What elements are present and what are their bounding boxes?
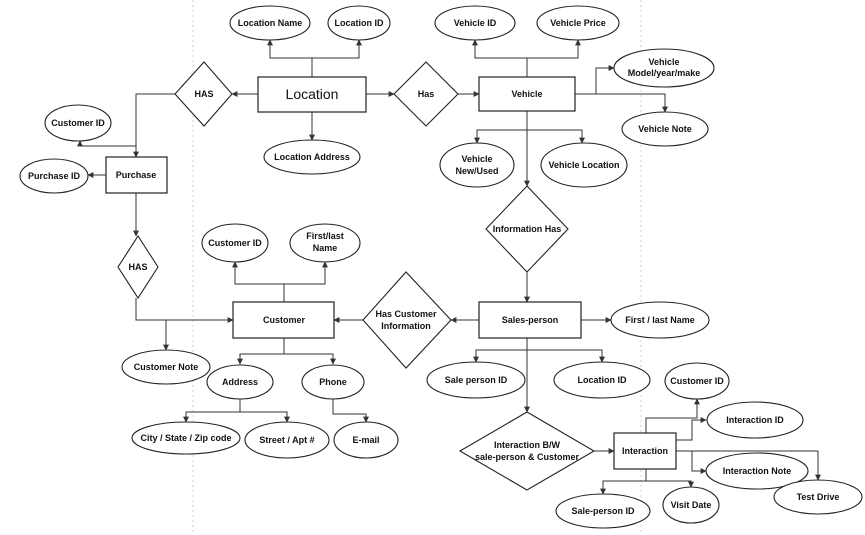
connectors <box>77 39 821 495</box>
rel-location-has-purchase-label: HAS <box>194 89 213 99</box>
entity-vehicle-label: Vehicle <box>511 89 542 99</box>
entity-customer-label: Customer <box>263 315 306 325</box>
attr-vehicle-location[interactable]: Vehicle Location <box>540 142 628 188</box>
rel-interaction-bw-line1: Interaction B/W <box>494 440 561 450</box>
attr-int-id-label: Interaction ID <box>726 415 784 425</box>
attr-phone-email[interactable]: E-mail <box>333 421 399 459</box>
attr-purchase-customer-id[interactable]: Customer ID <box>44 104 112 142</box>
entity-vehicle[interactable]: Vehicle <box>478 76 576 112</box>
attr-purchase-customer-id-label: Customer ID <box>51 118 105 128</box>
attr-customer-name[interactable]: First/last Name <box>289 223 361 263</box>
attr-location-address[interactable]: Location Address <box>263 139 361 175</box>
rel-information-has[interactable]: Information Has <box>485 185 569 273</box>
attr-vehicle-price-label: Vehicle Price <box>550 18 606 28</box>
attr-sp-location-id[interactable]: Location ID <box>553 361 651 399</box>
attr-customer-id[interactable]: Customer ID <box>201 223 269 263</box>
attr-address-street[interactable]: Street / Apt # <box>244 421 330 459</box>
entity-customer[interactable]: Customer <box>232 301 335 339</box>
attr-int-customer-id[interactable]: Customer ID <box>664 362 730 400</box>
attr-customer-address[interactable]: Address <box>206 364 274 400</box>
attr-customer-id-label: Customer ID <box>208 238 262 248</box>
attr-customer-name-line1: First/last <box>306 231 344 241</box>
attr-int-note-label: Interaction Note <box>723 466 792 476</box>
rel-location-has-vehicle[interactable]: Has <box>393 61 459 127</box>
attr-customer-note-label: Customer Note <box>134 362 199 372</box>
attr-location-id-label: Location ID <box>335 18 384 28</box>
attr-vehicle-id[interactable]: Vehicle ID <box>434 5 516 41</box>
attr-sp-id-label: Sale person ID <box>445 375 508 385</box>
attr-customer-name-line2: Name <box>313 243 338 253</box>
attr-int-id[interactable]: Interaction ID <box>706 401 804 439</box>
attr-sp-name[interactable]: First / last Name <box>610 301 710 339</box>
attr-vehicle-new-used-line2: New/Used <box>455 166 498 176</box>
entity-purchase-label: Purchase <box>116 170 157 180</box>
rel-location-has-vehicle-label: Has <box>418 89 435 99</box>
attr-vehicle-note-label: Vehicle Note <box>638 124 692 134</box>
attr-vehicle-location-label: Vehicle Location <box>548 160 619 170</box>
attr-sp-location-id-label: Location ID <box>578 375 627 385</box>
attr-int-test-drive[interactable]: Test Drive <box>773 479 863 515</box>
entity-interaction-label: Interaction <box>622 446 668 456</box>
attr-location-name-label: Location Name <box>238 18 303 28</box>
attr-vehicle-new-used-line1: Vehicle <box>461 154 492 164</box>
attr-vehicle-note[interactable]: Vehicle Note <box>621 111 709 147</box>
entity-interaction[interactable]: Interaction <box>613 432 677 470</box>
attr-phone-email-label: E-mail <box>352 435 379 445</box>
attr-location-address-label: Location Address <box>274 152 350 162</box>
rel-information-has-label: Information Has <box>493 224 562 234</box>
attr-vehicle-price[interactable]: Vehicle Price <box>536 5 620 41</box>
rel-has-customer-information-line2: Information <box>381 321 431 331</box>
attr-vehicle-new-used[interactable]: Vehicle New/Used <box>439 142 515 188</box>
rel-has-customer-information-line1: Has Customer <box>375 309 437 319</box>
attr-purchase-id[interactable]: Purchase ID <box>19 158 89 194</box>
attr-vehicle-model-line1: Vehicle <box>648 57 679 67</box>
attr-int-visit-date-label: Visit Date <box>671 500 712 510</box>
attr-int-visit-date[interactable]: Visit Date <box>662 486 720 524</box>
attr-address-city-label: City / State / Zip code <box>140 433 231 443</box>
rel-purchase-has-customer[interactable]: HAS <box>117 234 159 300</box>
attr-customer-note[interactable]: Customer Note <box>121 349 211 385</box>
entity-purchase[interactable]: Purchase <box>105 156 168 194</box>
attr-location-id[interactable]: Location ID <box>327 5 391 41</box>
attr-int-note[interactable]: Interaction Note <box>705 452 809 490</box>
attr-vehicle-id-label: Vehicle ID <box>454 18 497 28</box>
attr-vehicle-model[interactable]: Vehicle Model/year/make <box>613 48 715 88</box>
rel-location-has-purchase[interactable]: HAS <box>174 61 233 127</box>
attr-sp-id[interactable]: Sale person ID <box>426 361 526 399</box>
rel-interaction-bw-line2: sale-person & Customer <box>475 452 580 462</box>
attr-purchase-id-label: Purchase ID <box>28 171 81 181</box>
attr-customer-address-label: Address <box>222 377 258 387</box>
entity-location[interactable]: Location <box>257 76 367 113</box>
attr-int-test-drive-label: Test Drive <box>797 492 840 502</box>
attr-location-name[interactable]: Location Name <box>229 5 311 41</box>
attr-address-city[interactable]: City / State / Zip code <box>131 421 241 455</box>
attr-address-street-label: Street / Apt # <box>259 435 314 445</box>
attr-customer-phone[interactable]: Phone <box>301 364 365 400</box>
rel-interaction-bw[interactable]: Interaction B/W sale-person & Customer <box>458 411 596 491</box>
entity-sales-person[interactable]: Sales-person <box>478 301 582 339</box>
attr-int-sale-person-id-label: Sale-person ID <box>571 506 635 516</box>
attr-sp-name-label: First / last Name <box>625 315 695 325</box>
attr-int-customer-id-label: Customer ID <box>670 376 724 386</box>
rel-has-customer-information[interactable]: Has Customer Information <box>362 271 452 369</box>
attr-int-sale-person-id[interactable]: Sale-person ID <box>555 493 651 529</box>
entity-sales-person-label: Sales-person <box>502 315 559 325</box>
attr-vehicle-model-line2: Model/year/make <box>628 68 701 78</box>
entity-location-label: Location <box>286 86 339 102</box>
attr-customer-phone-label: Phone <box>319 377 347 387</box>
rel-purchase-has-customer-label: HAS <box>128 262 147 272</box>
